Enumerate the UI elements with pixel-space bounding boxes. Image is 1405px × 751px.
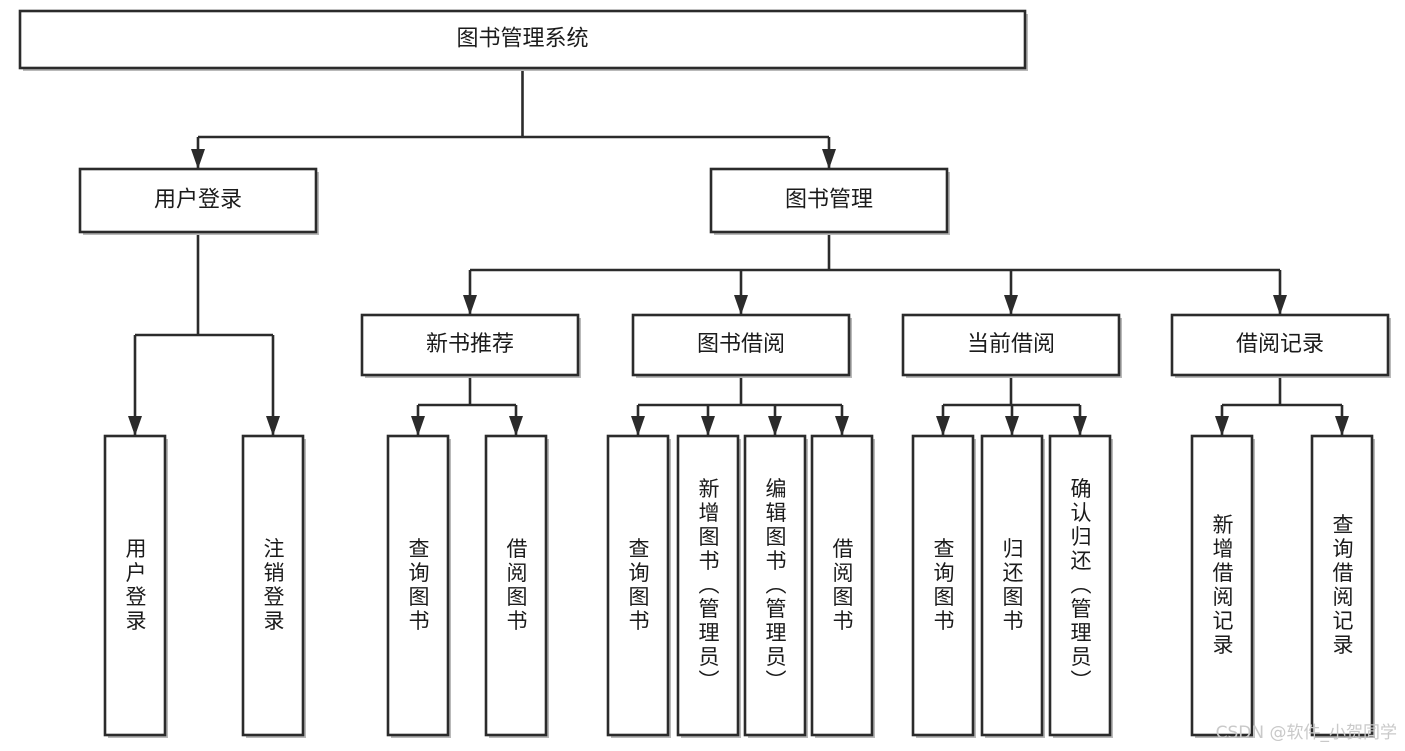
node-label: 新增图书（管理员） — [696, 478, 720, 694]
node-rect[interactable] — [810, 434, 874, 737]
watermark-text: CSDN @软件_小贺同学 — [1215, 723, 1397, 743]
arrow-head-icon — [266, 416, 280, 436]
node-rect[interactable] — [631, 313, 851, 377]
arrow-head-icon — [411, 416, 425, 436]
arrow-head-icon — [1335, 416, 1349, 436]
node-borrow-record[interactable]: 借阅记录 — [1170, 313, 1391, 378]
node-label: 编辑图书（管理员） — [763, 478, 787, 694]
arrow-head-icon — [936, 416, 950, 436]
arrow-head-icon — [128, 416, 142, 436]
node-label: 注销登录 — [261, 538, 285, 634]
node-leaf-borrow-book[interactable]: 借阅图书 — [810, 434, 875, 738]
node-rect[interactable] — [78, 167, 318, 234]
node-current-borrow[interactable]: 当前借阅 — [901, 313, 1122, 378]
node-book-borrow[interactable]: 图书借阅 — [631, 313, 852, 378]
node-root[interactable]: 图书管理系统 — [18, 9, 1028, 71]
node-leaf-query-borrow-record[interactable]: 查询借阅记录 — [1310, 434, 1375, 738]
node-rect[interactable] — [18, 9, 1027, 70]
node-rect[interactable] — [484, 434, 548, 737]
arrow-head-icon — [463, 295, 477, 315]
node-label: 查询图书 — [931, 538, 955, 634]
node-rect[interactable] — [241, 434, 305, 737]
node-leaf-query-book-borrow[interactable]: 查询图书 — [606, 434, 671, 738]
arrow-head-icon — [509, 416, 523, 436]
node-leaf-user-login[interactable]: 用户登录 — [103, 434, 168, 738]
node-rect[interactable] — [743, 434, 807, 737]
node-label: 确认归还（管理员） — [1068, 478, 1092, 694]
node-rect[interactable] — [709, 167, 949, 234]
node-leaf-borrow-book-recommend[interactable]: 借阅图书 — [484, 434, 549, 738]
node-user-login[interactable]: 用户登录 — [78, 167, 319, 235]
node-label: 借阅图书 — [504, 538, 528, 634]
node-leaf-return-book[interactable]: 归还图书 — [980, 434, 1045, 738]
node-rect[interactable] — [103, 434, 167, 737]
node-rect[interactable] — [1310, 434, 1374, 737]
arrow-head-icon — [768, 416, 782, 436]
node-leaf-logout-login[interactable]: 注销登录 — [241, 434, 306, 738]
node-rect[interactable] — [676, 434, 740, 737]
node-label: 查询借阅记录 — [1330, 514, 1354, 658]
node-label: 当前借阅 — [967, 332, 1055, 357]
node-leaf-edit-book-admin[interactable]: 编辑图书（管理员） — [743, 434, 808, 738]
node-rect[interactable] — [1190, 434, 1254, 737]
node-label: 图书借阅 — [697, 332, 785, 357]
arrow-head-icon — [1005, 416, 1019, 436]
arrow-head-icon — [631, 416, 645, 436]
arrow-head-icon — [734, 295, 748, 315]
arrow-head-icon — [701, 416, 715, 436]
node-leaf-add-book-admin[interactable]: 新增图书（管理员） — [676, 434, 741, 738]
arrow-head-icon — [822, 149, 836, 169]
node-rect[interactable] — [901, 313, 1121, 377]
node-label: 新书推荐 — [426, 332, 514, 357]
node-rect[interactable] — [980, 434, 1044, 737]
node-label: 借阅图书 — [830, 538, 854, 634]
node-rect[interactable] — [1048, 434, 1112, 737]
arrow-head-icon — [1273, 295, 1287, 315]
arrow-head-icon — [1004, 295, 1018, 315]
node-book-management[interactable]: 图书管理 — [709, 167, 950, 235]
node-rect[interactable] — [1170, 313, 1390, 377]
node-label: 查询图书 — [626, 538, 650, 634]
node-leaf-add-borrow-record[interactable]: 新增借阅记录 — [1190, 434, 1255, 738]
node-rect[interactable] — [911, 434, 975, 737]
node-label: 新增借阅记录 — [1210, 514, 1234, 658]
node-leaf-query-book-recommend[interactable]: 查询图书 — [386, 434, 451, 738]
node-label: 用户登录 — [154, 188, 242, 213]
node-label: 归还图书 — [1000, 538, 1024, 634]
node-leaf-confirm-return-admin[interactable]: 确认归还（管理员） — [1048, 434, 1113, 738]
node-leaf-query-book-current[interactable]: 查询图书 — [911, 434, 976, 738]
node-new-book-recommend[interactable]: 新书推荐 — [360, 313, 581, 378]
arrow-head-icon — [1073, 416, 1087, 436]
node-label: 图书管理 — [785, 188, 873, 213]
node-label: 图书管理系统 — [456, 27, 588, 52]
node-rect[interactable] — [360, 313, 580, 377]
node-rect[interactable] — [606, 434, 670, 737]
node-label: 查询图书 — [406, 538, 430, 634]
connector-layer — [128, 68, 1349, 436]
arrow-head-icon — [1215, 416, 1229, 436]
node-label: 借阅记录 — [1236, 332, 1324, 357]
arrow-head-icon — [835, 416, 849, 436]
arrow-head-icon — [191, 149, 205, 169]
node-rect[interactable] — [386, 434, 450, 737]
node-layer: 图书管理系统用户登录图书管理新书推荐图书借阅当前借阅借阅记录用户登录注销登录查询… — [18, 9, 1391, 738]
node-label: 用户登录 — [123, 538, 147, 634]
